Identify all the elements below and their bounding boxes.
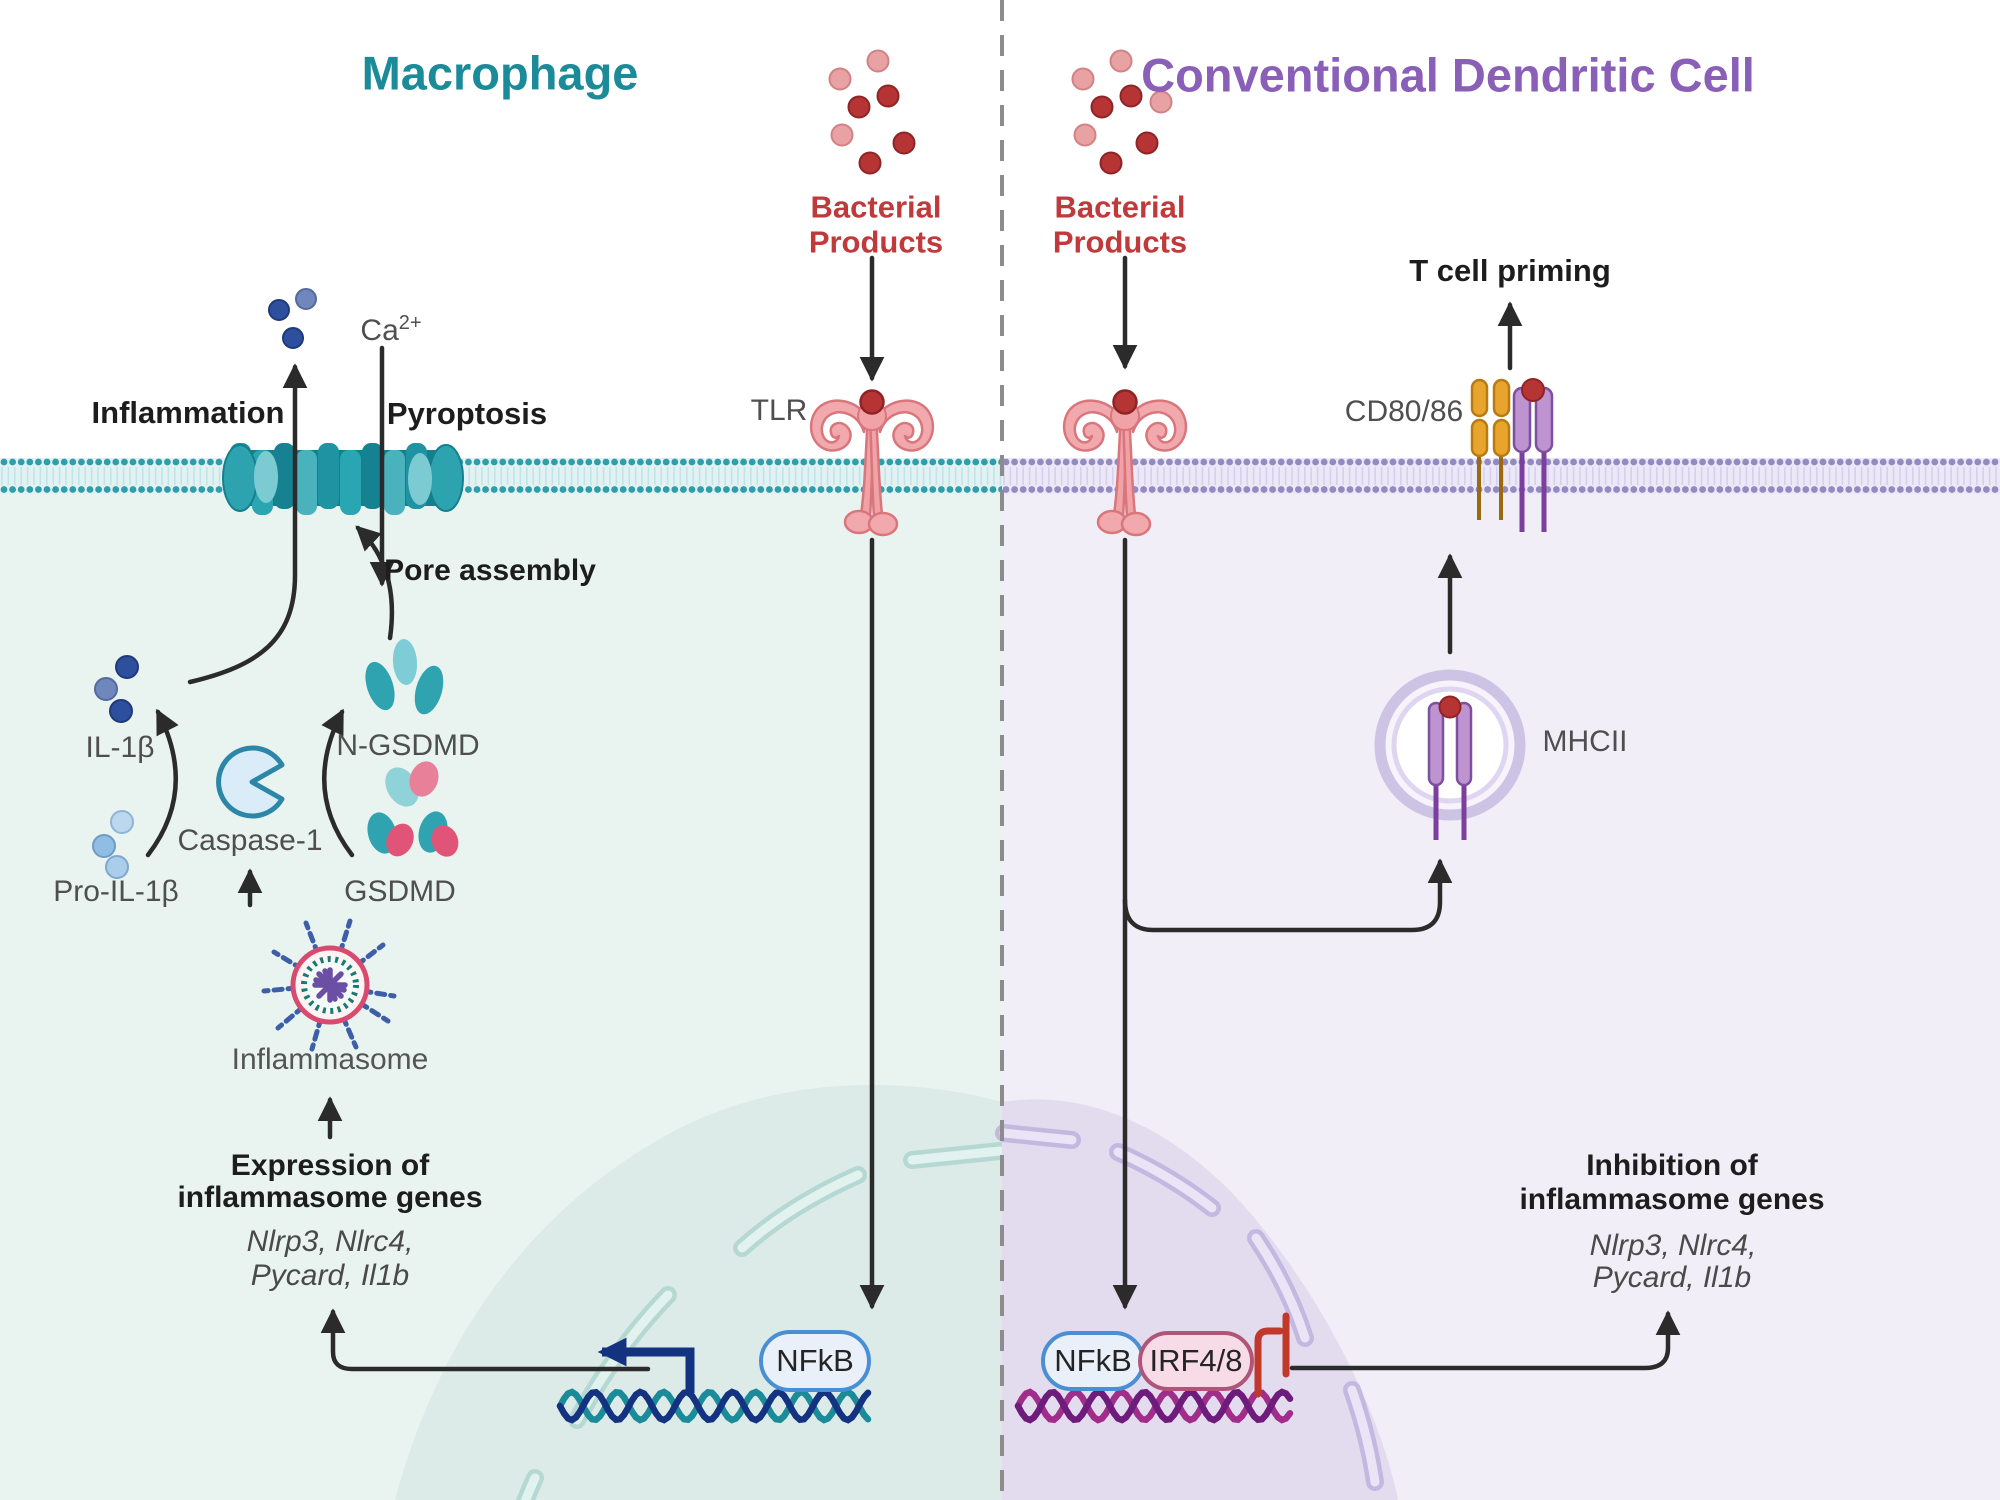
mhcii-label: MHCII (1542, 725, 1628, 758)
arrows (145, 255, 1681, 1372)
inflammation-label: Inflammation (91, 395, 285, 430)
pore-assembly-label: Pore assembly (384, 554, 596, 587)
pro-il1b-label: Pro-IL-1β (53, 875, 179, 908)
cytoplasm-backgrounds (0, 493, 2000, 1500)
expression-label-line2: inflammasome genes (177, 1181, 483, 1214)
caspase1-enzyme (216, 745, 285, 819)
dendritic-cell-title: Conventional Dendritic Cell (1141, 48, 1755, 102)
bacterial-products-label-right-2: Products (1052, 224, 1188, 260)
gsdmd-pore (222, 443, 464, 515)
membrane-left (0, 458, 1005, 494)
caspase1-label: Caspase-1 (177, 824, 323, 857)
dna-helix-left (556, 1388, 872, 1424)
pro-il1b-dots (92, 810, 134, 879)
nfkb-label-right: NFkB (1054, 1343, 1132, 1378)
tlr-label: TLR (750, 394, 808, 427)
mhcii-vesicle (1374, 669, 1526, 840)
inhibition-symbol (1254, 1312, 1290, 1398)
bacterial-products-label-right-1: Bacterial (1054, 189, 1186, 225)
inhibition-label-line1: Inhibition of (1586, 1149, 1758, 1182)
released-il1b-dots (268, 288, 317, 349)
arrow-ngsdmd-to-pore (355, 525, 395, 641)
inflammasome-icon (261, 918, 397, 1052)
n-gsdmd-label: N-GSDMD (336, 729, 480, 762)
bacterial-products-label-left-1: Bacterial (810, 189, 942, 225)
gsdmd-complexes (367, 761, 459, 857)
arrow-gsdmd-to-ngsdmd (321, 708, 355, 858)
inhibition-genes-line2: Pycard, Il1b (1592, 1261, 1752, 1294)
pyroptosis-label: Pyroptosis (386, 396, 548, 431)
gsdmd-label: GSDMD (344, 875, 456, 908)
cd80-86-receptors (1470, 378, 1511, 520)
calcium-superscript: 2+ (398, 312, 422, 334)
inflammasome-label: Inflammasome (231, 1043, 429, 1076)
arrow-il1b-release (187, 363, 308, 685)
inhibition-label-line2: inflammasome genes (1519, 1183, 1825, 1216)
calcium-base: Ca (360, 314, 399, 347)
nfkb-label-left: NFkB (776, 1343, 854, 1378)
irf48-label: IRF4/8 (1149, 1343, 1243, 1378)
arrow-branch-to-mhcii-vesicle (1122, 858, 1453, 933)
mhcii-surface-receptor (1512, 378, 1554, 532)
macrophage-title: Macrophage (361, 46, 639, 100)
expression-label-line1: Expression of (230, 1149, 430, 1182)
transcription-arrow (597, 1337, 695, 1393)
nucleus-right (1002, 1099, 1398, 1500)
nucleus-right-envelope (995, 1124, 1384, 1491)
calcium-label: Ca2+ (360, 312, 421, 348)
n-gsdmd-fragments (365, 639, 444, 715)
il1b-dots (94, 655, 139, 723)
bacterial-products-dots-right (1071, 49, 1173, 175)
inhibition-genes-line1: Nlrp3, Nlrc4, (1589, 1229, 1757, 1262)
arrow-proil1b-to-il1b (145, 708, 179, 858)
connector-inhibition-to-genes (1289, 1310, 1681, 1371)
expression-genes-line1: Nlrp3, Nlrc4, (246, 1225, 414, 1258)
irf48-capsule (1138, 1331, 1254, 1391)
bacterial-products-label-left-2: Products (808, 224, 944, 260)
nfkb-capsule-left (759, 1330, 871, 1392)
il1b-label: IL-1β (85, 731, 155, 764)
t-cell-priming-label: T cell priming (1409, 253, 1611, 288)
connector-nucleus-to-expression (320, 1308, 651, 1372)
cd80-86-label: CD80/86 (1344, 395, 1464, 428)
dna-helix-right (1014, 1388, 1294, 1424)
bacterial-products-dots-left (828, 49, 916, 175)
expression-genes-line2: Pycard, Il1b (250, 1259, 410, 1292)
